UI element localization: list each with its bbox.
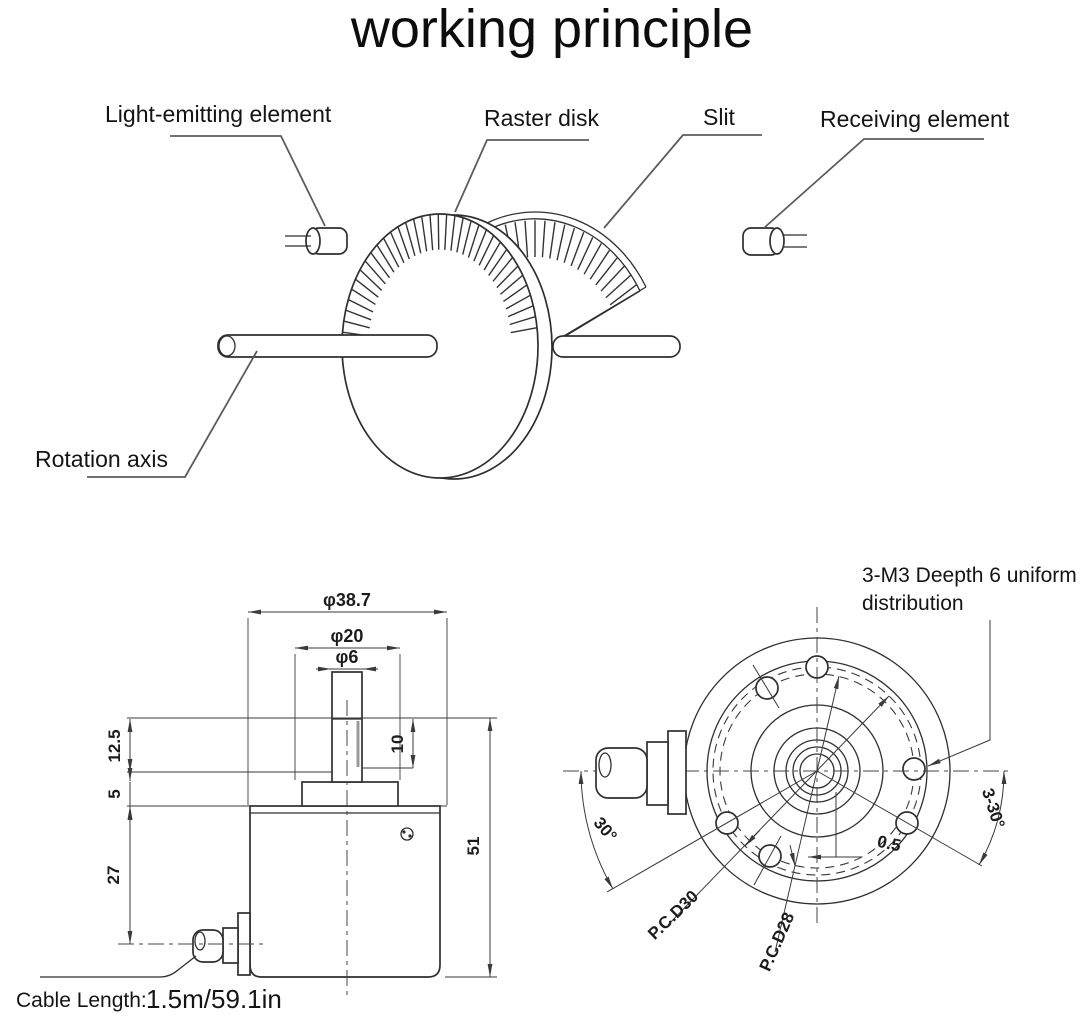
leader-rotation-axis <box>87 350 258 478</box>
dim-offset-05: 0.5 <box>876 832 903 856</box>
dim-shaft-diameter: φ6 <box>336 647 359 667</box>
dim-boss-height: 5 <box>105 789 124 798</box>
raster-disk-hatching <box>342 214 538 337</box>
m3-note-line2: distribution <box>862 592 964 615</box>
front-view-connector <box>595 730 687 815</box>
dim-3-30deg: 3-30° <box>978 786 1009 831</box>
dim-30deg: 30° <box>590 814 621 846</box>
cable-length-label: Cable Length: <box>16 989 147 1012</box>
label-pcd28: P.C.D28 <box>756 910 799 974</box>
receiving-element <box>742 227 807 256</box>
label-light-emitting: Light-emitting element <box>105 101 332 127</box>
label-pcd30: P.C.D30 <box>644 887 702 944</box>
m3-note-line1: 3-M3 Deepth 6 uniform <box>862 564 1077 587</box>
leader-receiving <box>764 138 984 228</box>
cable <box>40 955 197 978</box>
dim-boss-diameter: φ20 <box>331 626 364 646</box>
mounting-boss <box>301 781 399 807</box>
side-view: φ38.7 φ20 φ6 12.5 5 27 10 51 Cable Lengt… <box>16 590 497 1014</box>
dim-shaft-length: 12.5 <box>105 729 124 762</box>
rotation-shaft <box>217 334 681 358</box>
front-view: 3-M3 Deepth 6 uniform distribution 30° 3… <box>563 564 1077 974</box>
leader-slit <box>603 134 762 229</box>
screw-mark-icon <box>400 827 414 841</box>
cable-connector <box>192 912 251 976</box>
dim-flat-length: 10 <box>388 735 407 754</box>
slit-disk <box>486 211 647 344</box>
principle-diagram: Light-emitting element Raster disk Slit … <box>35 101 1010 480</box>
leader-m3-note <box>927 620 991 767</box>
encoder-body <box>249 805 441 978</box>
dim-upper-body: 27 <box>104 866 123 885</box>
pcd28-holes <box>755 676 926 868</box>
light-emitting-element <box>285 227 348 255</box>
dim-body-diameter: φ38.7 <box>323 590 371 610</box>
label-slit: Slit <box>703 104 736 130</box>
label-receiving: Receiving element <box>820 106 1010 132</box>
leader-raster-disk <box>454 139 589 213</box>
dim-total-height: 51 <box>464 837 483 856</box>
label-rotation-axis: Rotation axis <box>35 446 168 472</box>
label-raster-disk: Raster disk <box>484 105 600 131</box>
page-title: working principle <box>350 0 753 59</box>
cable-length-value: 1.5m/59.1in <box>146 984 282 1014</box>
leader-light-emitting <box>170 135 326 227</box>
slit-disk-hatching <box>494 220 637 306</box>
